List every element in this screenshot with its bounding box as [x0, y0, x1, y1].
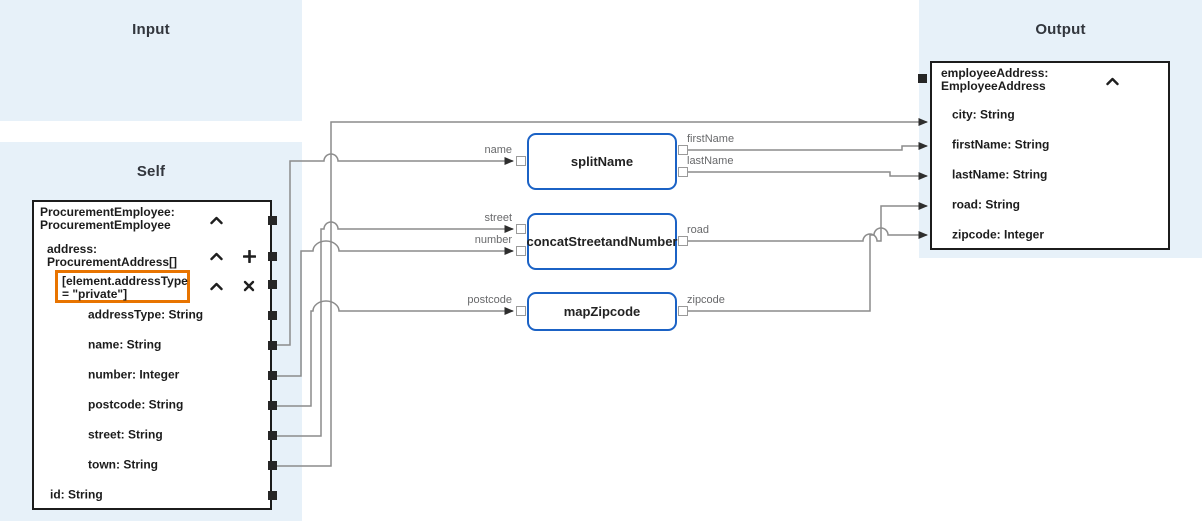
connection-line-mapZipcode-zipcode-to-output-zipcode[interactable] [683, 227, 928, 312]
tree-node-street[interactable]: street: String [88, 427, 163, 442]
function-label-concatStreetandNumber: concatStreetandNumber [526, 234, 678, 249]
output-field-zipcode[interactable]: zipcode: Integer [952, 227, 1045, 242]
function-input-port-street[interactable] [516, 224, 526, 234]
function-input-port-name[interactable] [516, 156, 526, 166]
source-port-street[interactable] [267, 430, 277, 440]
function-input-port-number[interactable] [516, 246, 526, 256]
port-label-postcode: postcode [467, 294, 512, 306]
self-panel-title: Self [136, 163, 166, 180]
connection-line-self-postcode-to-mapZipcode-postcode[interactable] [276, 300, 514, 407]
tree-node-addresstype[interactable]: addressType: String [88, 307, 204, 322]
port-label-number: number [474, 234, 512, 246]
target-port-employeeaddress[interactable] [918, 74, 927, 83]
tree-node-elementaddresstypeprivate[interactable]: [element.addressType = "private"] [62, 274, 188, 301]
port-label-street: street [484, 212, 512, 224]
port-label-road: road [687, 224, 710, 236]
tree-node-number[interactable]: number: Integer [88, 367, 180, 382]
function-output-port-zipcode[interactable] [678, 306, 688, 316]
filter-condition-highlight[interactable] [55, 270, 190, 303]
output-panel-title: Output [1035, 21, 1086, 38]
output-structure-box [930, 61, 1170, 250]
add-condition-icon[interactable] [242, 249, 256, 263]
function-label-splitName: splitName [570, 154, 634, 169]
function-input-port-postcode[interactable] [516, 306, 526, 316]
output-field-city[interactable]: city: String [952, 107, 1015, 122]
source-port-procurementemployee[interactable] [267, 215, 277, 225]
source-port-addresstype[interactable] [267, 310, 277, 320]
source-port-id[interactable] [267, 490, 277, 500]
function-box-mapZipcode[interactable]: mapZipcode [527, 292, 677, 331]
connection-line-splitName-lastName-to-output-lastName[interactable] [683, 171, 928, 180]
self-structure-box [32, 200, 272, 510]
source-port-address[interactable] [267, 251, 277, 261]
collapse-icon[interactable] [209, 213, 223, 227]
function-output-port-road[interactable] [678, 236, 688, 246]
remove-condition-icon[interactable] [242, 279, 256, 293]
tree-node-address[interactable]: address: ProcurementAddress[] [47, 242, 178, 269]
collapse-icon[interactable] [209, 279, 223, 293]
port-label-lastName: lastName [687, 155, 734, 167]
function-box-splitName[interactable]: splitName [527, 133, 677, 190]
function-output-port-firstName[interactable] [678, 145, 688, 155]
tree-node-postcode[interactable]: postcode: String [88, 397, 184, 412]
input-panel-title: Input [132, 21, 170, 38]
output-field-lastname[interactable]: lastName: String [952, 167, 1048, 182]
collapse-icon[interactable] [1105, 74, 1119, 88]
collapse-icon[interactable] [209, 249, 223, 263]
function-label-mapZipcode: mapZipcode [563, 304, 641, 319]
connection-line-self-street-to-concatStreetandNumber-street[interactable] [276, 221, 514, 437]
source-port-elementaddresstypeprivate[interactable] [267, 279, 277, 289]
output-field-road[interactable]: road: String [952, 197, 1020, 212]
connection-line-self-town-to-output-city[interactable] [276, 118, 928, 467]
tree-node-employeeaddress[interactable]: employeeAddress: EmployeeAddress [941, 66, 1049, 93]
connection-line-splitName-firstName-to-output-firstName[interactable] [683, 142, 928, 151]
connection-line-self-number-to-concatStreetandNumber-number[interactable] [276, 240, 514, 377]
connection-line-self-name-to-splitName-name[interactable] [276, 153, 514, 346]
tree-node-id[interactable]: id: String [50, 487, 103, 502]
function-output-port-lastName[interactable] [678, 167, 688, 177]
output-field-firstname[interactable]: firstName: String [952, 137, 1050, 152]
source-port-postcode[interactable] [267, 400, 277, 410]
function-box-concatStreetandNumber[interactable]: concatStreetandNumber [526, 213, 678, 270]
port-label-zipcode: zipcode [687, 294, 725, 306]
input-panel: Input [0, 0, 302, 121]
source-port-town[interactable] [267, 460, 277, 470]
source-port-name[interactable] [267, 340, 277, 350]
tree-node-name[interactable]: name: String [88, 337, 162, 352]
port-label-firstName: firstName [687, 133, 735, 145]
tree-node-procurementemployee[interactable]: ProcurementEmployee: ProcurementEmployee [40, 205, 175, 232]
source-port-number[interactable] [267, 370, 277, 380]
port-label-name: name [484, 144, 512, 156]
tree-node-town[interactable]: town: String [88, 457, 158, 472]
